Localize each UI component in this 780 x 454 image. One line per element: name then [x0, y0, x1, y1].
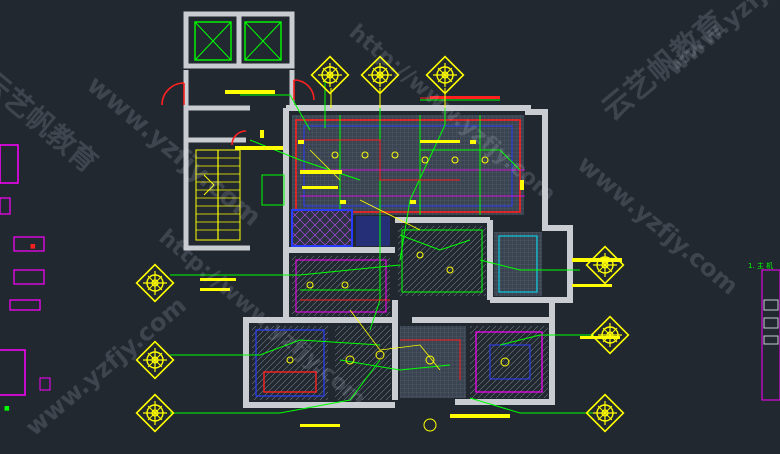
- stair-core: [183, 70, 295, 251]
- elevator-shaft-icon: [183, 11, 295, 69]
- light-fixtures: [286, 151, 510, 432]
- apartment-walls: [243, 105, 573, 408]
- stair-icon: [195, 149, 241, 241]
- right-note: 1. 主 机: [748, 261, 773, 270]
- bedroom-ceiling: [292, 256, 390, 316]
- left-edge-furniture: [0, 144, 51, 396]
- kitchen-ceiling: [398, 226, 486, 296]
- left-label: ■: [4, 405, 10, 412]
- living-room-ceiling: [292, 115, 524, 215]
- annotation-labels: [200, 90, 622, 427]
- right-edge-legend: [761, 269, 780, 401]
- door-swing-icon: [161, 79, 315, 146]
- left-label-2: ■: [30, 243, 36, 250]
